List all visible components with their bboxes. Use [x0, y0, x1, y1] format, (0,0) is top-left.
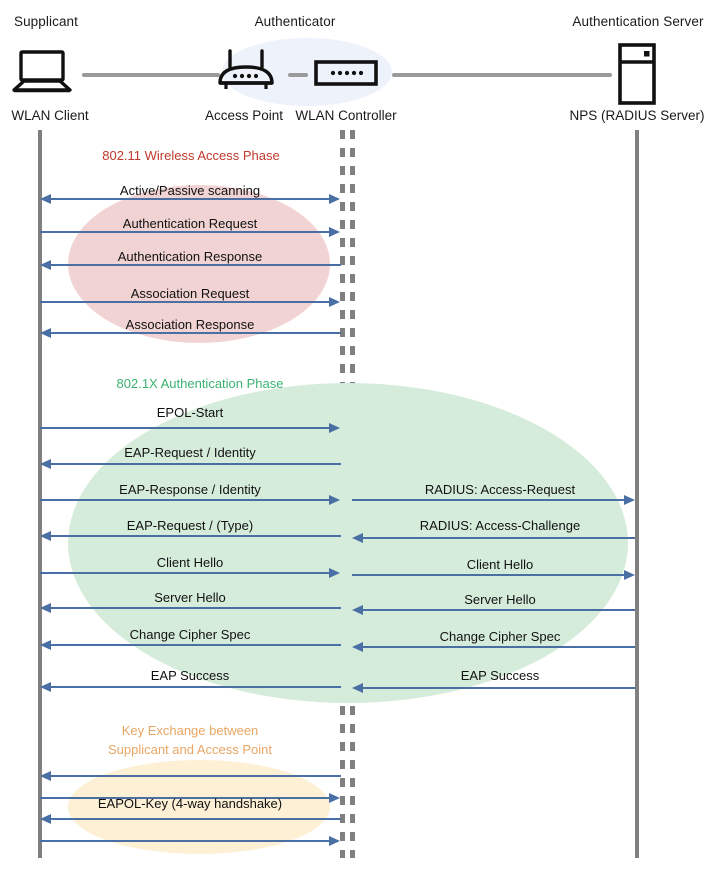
lifeline-supplicant: [38, 130, 42, 858]
node-label-wlan-client: WLAN Client: [11, 108, 89, 123]
msg-line-eapol-key-2: [40, 797, 337, 799]
msg-label-eap-request-identity: EAP-Request / Identity: [124, 445, 256, 460]
msg-label-eap-response-identity: EAP-Response / Identity: [119, 482, 261, 497]
arrow-head-authentication-response: [40, 260, 51, 270]
msg-label-client-hello-right: Client Hello: [466, 557, 534, 572]
msg-label-change-cipher-spec-left: Change Cipher Spec: [129, 627, 251, 642]
arrow-head-eapol-key-4: [329, 836, 340, 846]
msg-line-eapol-key-1: [45, 775, 341, 777]
msg-label-association-request: Association Request: [130, 286, 250, 301]
arrow-head-eapol-key-2: [329, 793, 340, 803]
msg-line-eap-request-type: [45, 535, 341, 537]
msg-label-server-hello-right: Server Hello: [464, 592, 536, 607]
arrow-head-eap-success-left: [40, 682, 51, 692]
msg-label-radius-access-challenge: RADIUS: Access-Challenge: [419, 518, 581, 533]
lifeline-authentication-server: [635, 130, 639, 858]
wire-client-to-ap: [82, 73, 220, 77]
node-label-wlan-controller: WLAN Controller: [295, 108, 397, 123]
phase-title-dot1x-authentication: 802.1X Authentication Phase: [116, 376, 284, 391]
msg-line-authentication-response: [45, 264, 341, 266]
msg-line-eap-success-right: [357, 687, 635, 689]
msg-line-server-hello-left: [45, 607, 341, 609]
arrow-head-eap-response-identity: [329, 495, 340, 505]
arrow-head-change-cipher-spec-right: [352, 642, 363, 652]
arrow-head-active-passive-scanning-left: [40, 194, 51, 204]
phase-title-key-exchange-line2: Supplicant and Access Point: [107, 742, 273, 757]
server-icon: [617, 43, 657, 105]
msg-label-eapol-key-handshake: EAPOL-Key (4-way handshake): [97, 796, 283, 811]
arrow-head-active-passive-scanning-right: [329, 194, 340, 204]
authenticator-oval: [222, 38, 392, 106]
msg-label-radius-access-request: RADIUS: Access-Request: [424, 482, 576, 497]
msg-line-association-response: [45, 332, 341, 334]
msg-label-eap-success-right: EAP Success: [460, 668, 540, 683]
msg-line-eapol-key-4: [40, 840, 337, 842]
msg-line-radius-access-request: [352, 499, 624, 501]
node-label-access-point: Access Point: [204, 108, 284, 123]
wlan-controller-icon: [314, 60, 378, 86]
arrow-head-server-hello-right: [352, 605, 363, 615]
msg-label-change-cipher-spec-right: Change Cipher Spec: [439, 629, 561, 644]
arrow-head-association-response: [40, 328, 51, 338]
msg-line-eap-request-identity: [45, 463, 341, 465]
msg-label-eap-success-left: EAP Success: [150, 668, 230, 683]
arrow-head-eapol-key-3: [40, 814, 51, 824]
phase-title-key-exchange-line1: Key Exchange between: [121, 723, 259, 738]
msg-label-server-hello-left: Server Hello: [154, 590, 226, 605]
msg-line-client-hello-left: [40, 572, 337, 574]
msg-line-change-cipher-spec-left: [45, 644, 341, 646]
msg-label-authentication-response: Authentication Response: [117, 249, 263, 264]
arrow-head-eap-request-type: [40, 531, 51, 541]
wire-ap-to-controller: [288, 73, 308, 77]
role-label-authentication-server: Authentication Server: [572, 14, 704, 29]
msg-line-radius-access-challenge: [357, 537, 635, 539]
msg-label-epol-start: EPOL-Start: [156, 405, 224, 420]
arrow-head-epol-start: [329, 423, 340, 433]
msg-label-active-passive-scanning: Active/Passive scanning: [119, 183, 261, 198]
arrow-head-change-cipher-spec-left: [40, 640, 51, 650]
phase-title-wireless-access: 802.11 Wireless Access Phase: [102, 148, 280, 163]
msg-line-eap-response-identity: [40, 499, 337, 501]
msg-line-server-hello-right: [357, 609, 635, 611]
wire-controller-to-server: [392, 73, 612, 77]
msg-line-change-cipher-spec-right: [357, 646, 635, 648]
phase-title-key-exchange: Key Exchange between Supplicant and Acce…: [95, 721, 285, 759]
msg-line-association-request: [40, 301, 337, 303]
msg-label-authentication-request: Authentication Request: [122, 216, 258, 231]
msg-line-eapol-key-3: [45, 818, 341, 820]
msg-line-client-hello-right: [352, 574, 624, 576]
role-label-supplicant: Supplicant: [13, 14, 79, 29]
phase-ellipse-dot1x-authentication: [68, 383, 628, 703]
arrow-head-client-hello-right: [624, 570, 635, 580]
arrow-head-radius-access-challenge: [352, 533, 363, 543]
access-point-icon: [216, 49, 276, 95]
msg-label-client-hello-left: Client Hello: [156, 555, 224, 570]
arrow-head-eapol-key-1: [40, 771, 51, 781]
msg-line-eap-success-left: [45, 686, 341, 688]
msg-line-authentication-request: [40, 231, 337, 233]
msg-line-epol-start: [40, 427, 337, 429]
arrow-head-radius-access-request: [624, 495, 635, 505]
msg-label-association-response: Association Response: [125, 317, 255, 332]
arrow-head-eap-success-right: [352, 683, 363, 693]
arrow-head-client-hello-left: [329, 568, 340, 578]
arrow-head-authentication-request: [329, 227, 340, 237]
node-label-nps-radius-server: NPS (RADIUS Server): [569, 108, 705, 123]
laptop-icon: [12, 50, 76, 94]
msg-label-eap-request-type: EAP-Request / (Type): [126, 518, 254, 533]
arrow-head-eap-request-identity: [40, 459, 51, 469]
msg-line-active-passive-scanning: [45, 198, 337, 200]
arrow-head-server-hello-left: [40, 603, 51, 613]
role-label-authenticator: Authenticator: [254, 14, 336, 29]
arrow-head-association-request: [329, 297, 340, 307]
